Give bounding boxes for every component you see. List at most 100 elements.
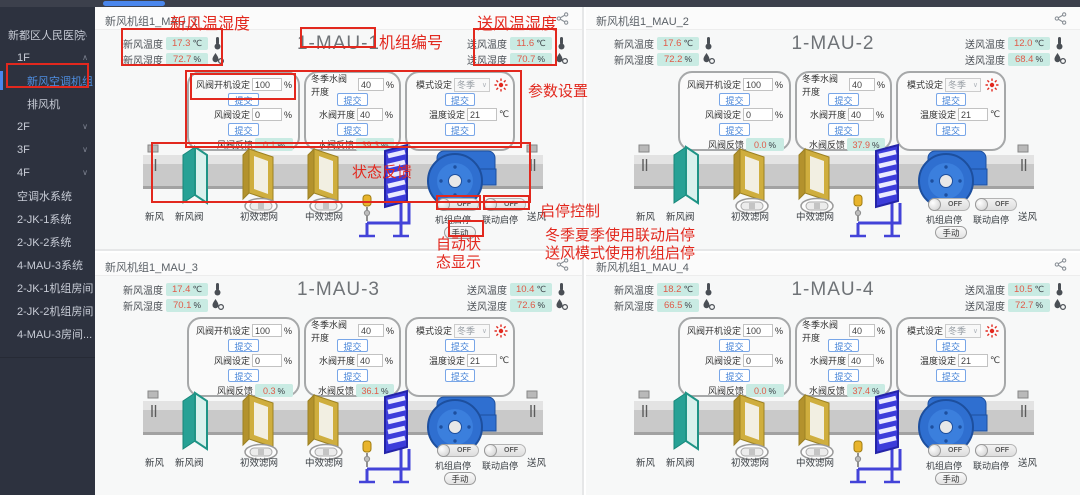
linkage-start-stop-toggle[interactable]: OFF bbox=[975, 443, 1017, 457]
submit-button[interactable]: 提交 bbox=[828, 369, 859, 382]
damper-start-set-input[interactable] bbox=[743, 78, 773, 91]
temp-set-input[interactable] bbox=[958, 108, 988, 121]
damper-set-input[interactable] bbox=[743, 108, 773, 121]
submit-button[interactable]: 提交 bbox=[337, 369, 368, 382]
heating-sun-icon bbox=[494, 78, 508, 91]
damper-set-input[interactable] bbox=[252, 354, 282, 367]
sidebar-item[interactable]: 排风机 bbox=[0, 92, 95, 115]
sidebar-item[interactable]: 2-JK-2机组房间 bbox=[0, 299, 95, 322]
toggle-knob bbox=[975, 197, 988, 211]
fresh-air-label: 新风 bbox=[145, 458, 165, 469]
linkage-start-stop-toggle[interactable]: OFF bbox=[975, 197, 1017, 211]
unit-id: 1-MAU-3 bbox=[296, 279, 380, 300]
temp-set-input[interactable] bbox=[467, 354, 497, 367]
submit-button[interactable]: 提交 bbox=[444, 123, 475, 136]
sidebar-item[interactable]: 2F∨ bbox=[0, 115, 95, 138]
thermometer-icon bbox=[558, 37, 565, 50]
submit-button[interactable]: 提交 bbox=[719, 93, 750, 106]
manual-mode-button[interactable]: 手动 bbox=[935, 472, 967, 485]
temp-set-input[interactable] bbox=[467, 108, 497, 121]
sidebar-item[interactable]: 3F∨ bbox=[0, 138, 95, 161]
winter-valve-open-input[interactable] bbox=[357, 324, 384, 337]
manual-mode-button[interactable]: 手动 bbox=[444, 226, 476, 239]
heating-sun-icon bbox=[985, 324, 999, 337]
valve-open-input[interactable] bbox=[357, 108, 383, 121]
submit-button[interactable]: 提交 bbox=[337, 93, 368, 106]
unit-start-stop-toggle[interactable]: OFF bbox=[928, 197, 970, 211]
submit-button[interactable]: 提交 bbox=[228, 369, 259, 382]
submit-button[interactable]: 提交 bbox=[337, 339, 368, 352]
sidebar-item[interactable]: 4-MAU-3房间... bbox=[0, 322, 95, 345]
sidebar-item[interactable]: 新风空调机组 bbox=[0, 69, 95, 92]
submit-button[interactable]: 提交 bbox=[719, 123, 750, 136]
sidebar-item[interactable]: 4F∨ bbox=[0, 161, 95, 184]
submit-button[interactable]: 提交 bbox=[935, 339, 966, 352]
unit-start-stop-toggle[interactable]: OFF bbox=[437, 197, 479, 211]
valve-open-input[interactable] bbox=[848, 108, 874, 121]
supply-air-label: 送风 bbox=[527, 458, 547, 469]
winter-valve-open-input[interactable] bbox=[357, 78, 384, 91]
manual-mode-button[interactable]: 手动 bbox=[935, 226, 967, 239]
mode-select[interactable]: 冬季∨ bbox=[945, 323, 981, 338]
submit-button[interactable]: 提交 bbox=[828, 93, 859, 106]
submit-button[interactable]: 提交 bbox=[935, 123, 966, 136]
mode-select[interactable]: 冬季∨ bbox=[945, 77, 981, 92]
fan-icon bbox=[918, 396, 988, 455]
mau-panel: 新风机组1_MAU_3 1-MAU-3 新风温度 17.4℃ 新风湿度 70.1… bbox=[95, 253, 584, 495]
linkage-start-stop-toggle[interactable]: OFF bbox=[484, 197, 526, 211]
sidebar-item[interactable]: 空调水系统 bbox=[0, 184, 95, 207]
submit-button[interactable]: 提交 bbox=[444, 339, 475, 352]
damper-start-set-input[interactable] bbox=[252, 324, 282, 337]
sidebar-item[interactable]: 1F∧ bbox=[0, 46, 95, 69]
sidebar-item[interactable]: 4-MAU-3系统 bbox=[0, 253, 95, 276]
chevron-down-icon: ∨ bbox=[481, 81, 487, 89]
fresh-damper-label: 新风阀 bbox=[666, 212, 695, 223]
submit-button[interactable]: 提交 bbox=[719, 369, 750, 382]
submit-button[interactable]: 提交 bbox=[935, 369, 966, 382]
mode-select[interactable]: 冬季∨ bbox=[454, 323, 490, 338]
damper-start-set-input[interactable] bbox=[743, 324, 773, 337]
temp-set-input[interactable] bbox=[958, 354, 988, 367]
unit-start-stop-toggle[interactable]: OFF bbox=[437, 443, 479, 457]
fresh-air-readings: 新风温度 17.3℃ 新风湿度 72.7% bbox=[123, 35, 224, 67]
submit-button[interactable]: 提交 bbox=[719, 339, 750, 352]
damper-set-label: 风阀设定 bbox=[704, 110, 741, 120]
submit-button[interactable]: 提交 bbox=[337, 123, 368, 136]
sidebar-item[interactable]: 2-JK-1系统 bbox=[0, 207, 95, 230]
winter-valve-open-label: 冬季水阀开度 bbox=[802, 319, 839, 343]
damper-set-input[interactable] bbox=[252, 108, 282, 121]
top-scrollbar-thumb[interactable] bbox=[103, 1, 165, 6]
damper-start-set-input[interactable] bbox=[252, 78, 282, 91]
unit-start-stop-toggle[interactable]: OFF bbox=[928, 443, 970, 457]
sidebar-item[interactable]: 2-JK-2系统 bbox=[0, 230, 95, 253]
share-icon[interactable] bbox=[556, 12, 569, 25]
mode-select[interactable]: 冬季∨ bbox=[454, 77, 490, 92]
submit-button[interactable]: 提交 bbox=[228, 339, 259, 352]
linkage-start-stop-toggle[interactable]: OFF bbox=[484, 443, 526, 457]
share-icon[interactable] bbox=[556, 258, 569, 271]
fresh-temp-label: 新风温度 bbox=[614, 39, 654, 51]
sidebar-item[interactable]: 新都区人民医院∧ bbox=[0, 23, 95, 46]
submit-button[interactable]: 提交 bbox=[228, 123, 259, 136]
panel-header: 新风机组1_MAU_4 bbox=[586, 253, 1080, 276]
fresh-hum-value: 70.1% bbox=[166, 298, 208, 312]
submit-button[interactable]: 提交 bbox=[444, 93, 475, 106]
valve-open-input[interactable] bbox=[848, 354, 874, 367]
submit-button[interactable]: 提交 bbox=[444, 369, 475, 382]
valve-open-input[interactable] bbox=[357, 354, 383, 367]
share-icon[interactable] bbox=[1054, 12, 1067, 25]
winter-valve-open-input[interactable] bbox=[848, 78, 875, 91]
submit-button[interactable]: 提交 bbox=[828, 123, 859, 136]
submit-button[interactable]: 提交 bbox=[228, 93, 259, 106]
submit-button[interactable]: 提交 bbox=[935, 93, 966, 106]
manual-mode-button[interactable]: 手动 bbox=[444, 472, 476, 485]
damper-set-input[interactable] bbox=[743, 354, 773, 367]
sidebar-item[interactable]: 2-JK-1机组房间 bbox=[0, 276, 95, 299]
winter-valve-open-input[interactable] bbox=[848, 324, 875, 337]
submit-button[interactable]: 提交 bbox=[828, 339, 859, 352]
sidebar-item-label: 2-JK-2机组房间 bbox=[17, 305, 94, 318]
share-icon[interactable] bbox=[1054, 258, 1067, 271]
toggle-knob bbox=[484, 443, 497, 457]
